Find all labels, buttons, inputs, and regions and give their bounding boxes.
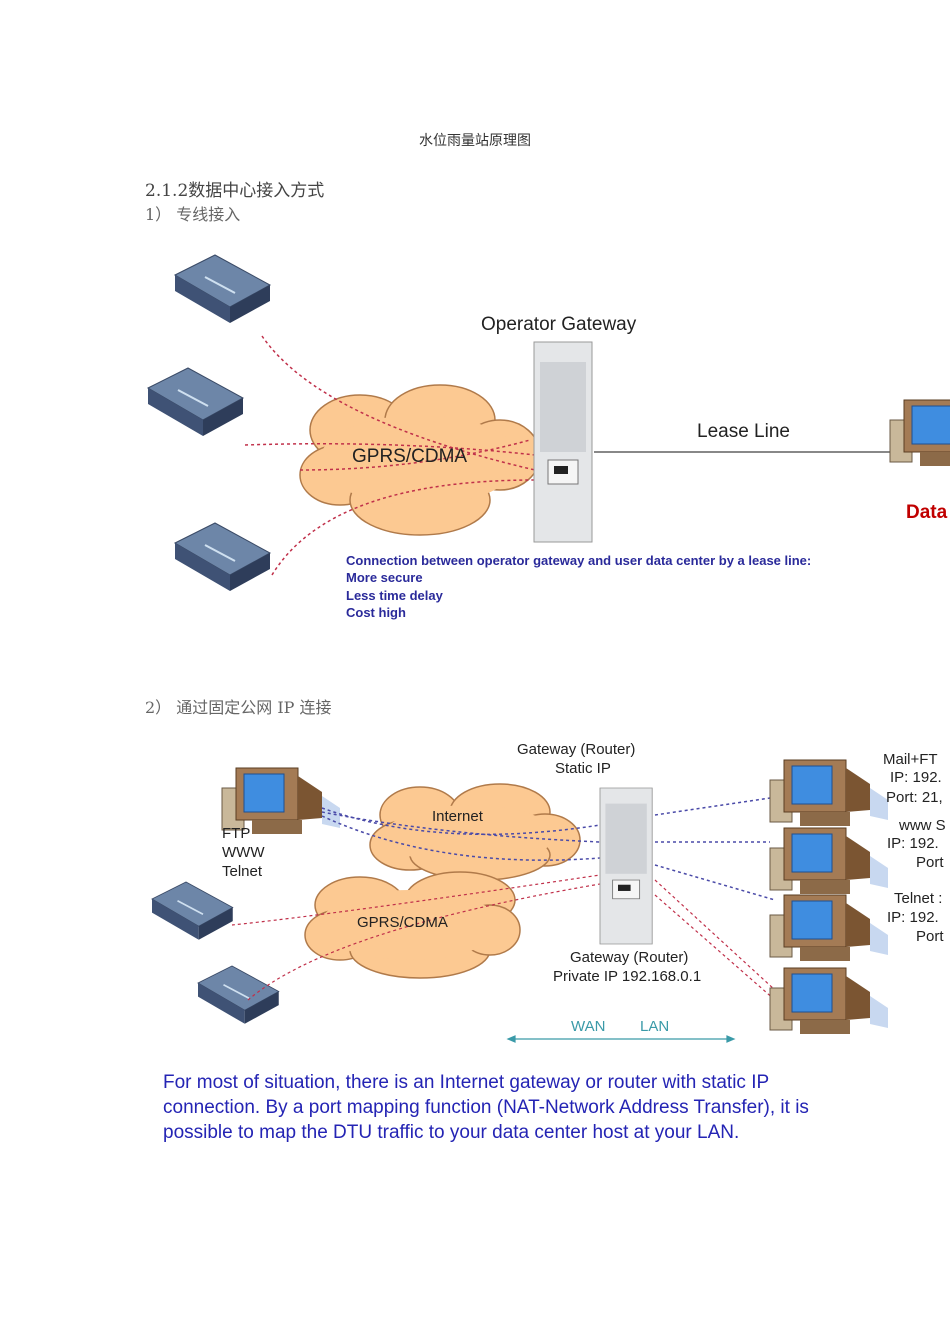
lan-label: LAN	[640, 1018, 669, 1035]
server-label: Port	[916, 854, 944, 871]
cloud-label: GPRS/CDMA	[357, 914, 448, 931]
server-pc-icon	[769, 827, 889, 895]
client-service-label: WWW	[222, 844, 265, 861]
diagram-lease-line: Operator Gateway GPRS/CDMA Lease Line Da…	[147, 254, 950, 620]
router-static-label: Static IP	[555, 760, 611, 777]
dtu-device-icon	[147, 367, 244, 437]
note-line: Less time delay	[346, 588, 444, 603]
server-pc-icon	[769, 894, 889, 962]
gprs-cloud-icon	[299, 384, 541, 536]
nat-description: For most of situation, there is an Inter…	[163, 1070, 809, 1145]
server-label: Port	[916, 928, 944, 945]
subsection-lease-line: 1） 专线接入	[145, 205, 241, 224]
dtu-device-icon	[151, 881, 234, 941]
client-service-label: FTP	[222, 825, 250, 842]
gateway-router-icon	[599, 787, 653, 945]
server-label: Port: 21,	[886, 789, 943, 806]
client-service-label: Telnet	[222, 863, 263, 880]
internet-links	[321, 797, 776, 901]
description-line: For most of situation, there is an Inter…	[163, 1072, 770, 1093]
server-label: Telnet :	[894, 890, 942, 907]
wan-lan-arrow	[506, 1035, 736, 1043]
router-private-label: Gateway (Router)	[570, 949, 688, 966]
data-center-pc-icon	[889, 399, 950, 467]
dtu-device-icon	[197, 965, 280, 1025]
wan-label: WAN	[571, 1018, 605, 1035]
figure-caption: 水位雨量站原理图	[419, 133, 531, 149]
server-label: IP: 192.	[890, 769, 942, 786]
note-line: More secure	[346, 570, 423, 585]
server-label: IP: 192.	[887, 835, 939, 852]
gprs-links	[231, 874, 776, 1001]
server-label: www S	[898, 817, 946, 834]
router-private-label: Private IP 192.168.0.1	[553, 968, 701, 985]
server-label: Mail+FT	[883, 751, 938, 768]
server-pc-icon	[769, 759, 889, 827]
router-static-label: Gateway (Router)	[517, 741, 635, 758]
internet-label: Internet	[432, 808, 484, 825]
gprs-cloud-icon	[304, 871, 521, 979]
dtu-device-icon	[174, 522, 271, 592]
description-line: connection. By a port mapping function (…	[163, 1097, 809, 1118]
server-label: IP: 192.	[887, 909, 939, 926]
diagram-static-ip: Gateway (Router) Static IP Gateway (Rout…	[151, 741, 946, 1043]
wireless-links	[244, 335, 536, 576]
internet-cloud-icon	[369, 783, 581, 881]
note-line: Cost high	[346, 605, 406, 620]
lease-line-label: Lease Line	[697, 421, 790, 442]
dtu-device-icon	[174, 254, 271, 324]
gateway-label: Operator Gateway	[481, 314, 637, 335]
subsection-static-ip: 2） 通过固定公网 IP 连接	[145, 698, 332, 717]
note-line: Connection between operator gateway and …	[346, 553, 811, 568]
data-center-label: Data	[906, 502, 948, 523]
section-heading: 2.1.2数据中心接入方式	[145, 181, 325, 201]
server-pc-icon	[769, 967, 889, 1035]
cloud-label: GPRS/CDMA	[352, 446, 467, 467]
description-line: possible to map the DTU traffic to your …	[163, 1122, 740, 1143]
operator-gateway-server-icon	[533, 341, 593, 543]
